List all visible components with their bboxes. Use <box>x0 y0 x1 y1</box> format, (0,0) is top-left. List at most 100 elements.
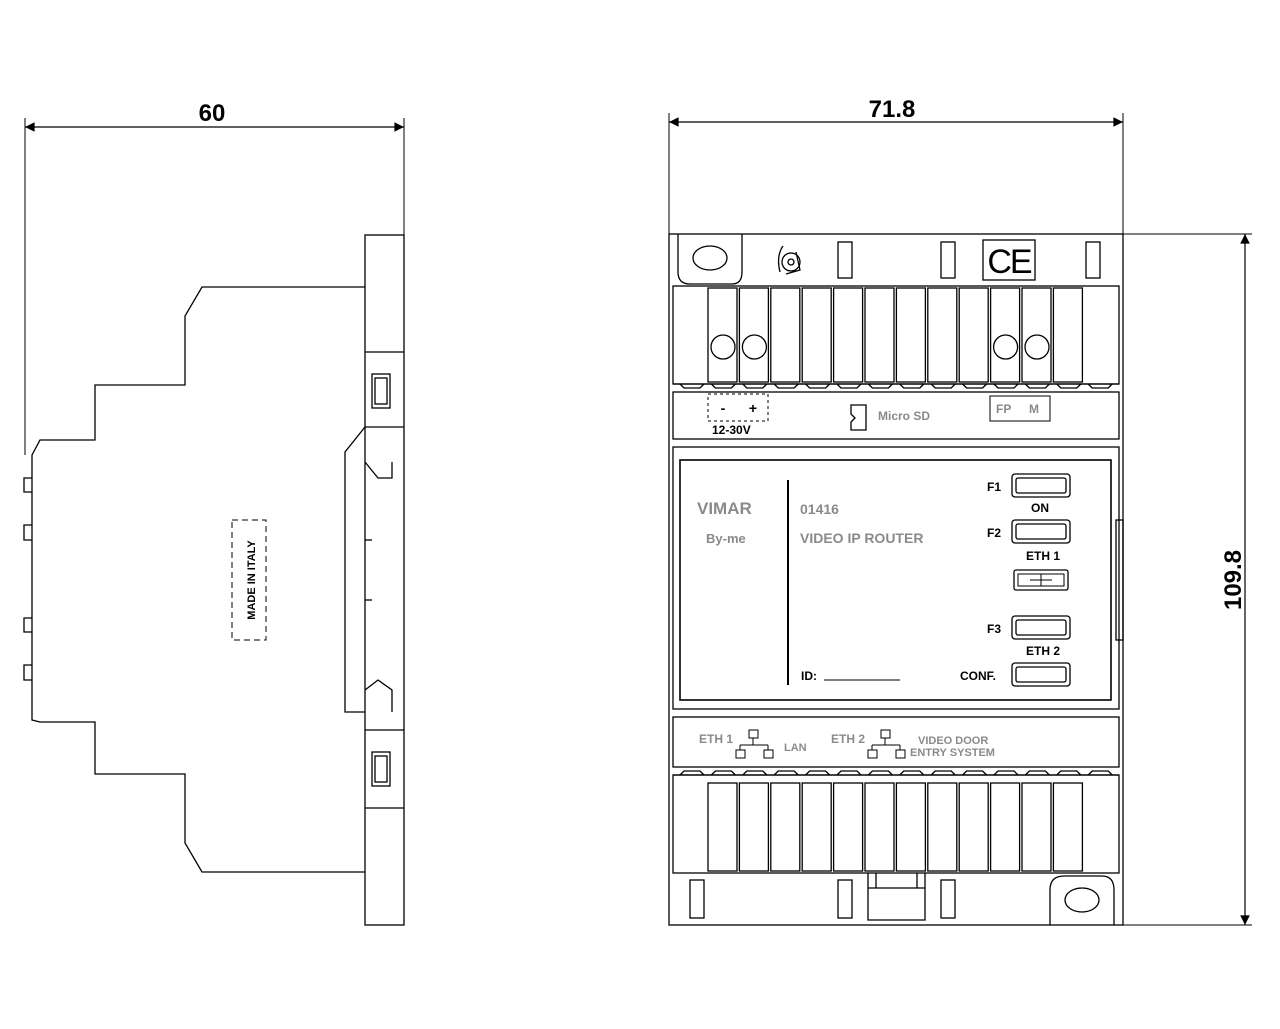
button-f1-on[interactable] <box>1011 473 1071 498</box>
top-terminal-tooth <box>993 383 1019 389</box>
terminal-screw-icon <box>1024 334 1050 360</box>
top-terminal-cell <box>958 287 989 383</box>
bottom-terminal-tooth <box>836 770 862 776</box>
top-terminal-tooth <box>742 383 768 389</box>
bottom-terminal-tooth <box>993 770 1019 776</box>
front-top-slot-2 <box>940 241 956 279</box>
m-label: M <box>1029 402 1039 416</box>
front-main-panel <box>679 459 1112 701</box>
top-terminal-cell <box>989 287 1021 383</box>
bottom-terminal-cell <box>864 782 895 872</box>
made-in-italy-text: MADE IN ITALY <box>246 540 258 620</box>
top-terminal-screws <box>707 287 1084 383</box>
front-top-slot-3 <box>1085 241 1101 279</box>
video-door-network-icon <box>867 729 906 759</box>
bottom-terminal-block <box>672 774 1120 874</box>
bottom-terminal-cell <box>1052 782 1084 872</box>
made-in-italy-box <box>231 519 267 641</box>
front-bottom-mount-lug <box>1049 875 1115 925</box>
top-terminal-tooth <box>805 383 831 389</box>
bottom-terminal-cell <box>832 782 864 872</box>
top-terminal-tooth <box>1087 383 1113 389</box>
front-top-mount-hole <box>692 245 728 271</box>
bottom-terminal-cell <box>801 782 832 872</box>
micro-sd-label: Micro SD <box>878 409 930 423</box>
front-bottom-slot-2 <box>837 879 853 919</box>
bottom-terminal-cell <box>958 782 989 872</box>
top-terminal-cell <box>1021 287 1052 383</box>
video-door-label-2: ENTRY SYSTEM <box>910 747 995 759</box>
side-mounting-plate <box>364 234 405 926</box>
top-terminal-tooth <box>679 383 705 389</box>
video-door-label-1: VIDEO DOOR <box>918 735 988 747</box>
brand-logo: VIMAR <box>697 499 752 518</box>
bottom-terminal-tooth <box>899 770 925 776</box>
side-latch <box>1115 519 1124 641</box>
bottom-terminal-tooth <box>962 770 988 776</box>
front-top-slot-1 <box>837 241 853 279</box>
top-terminal-tooth <box>930 383 956 389</box>
bottom-label-strip <box>672 716 1120 768</box>
ce-mark-text: CE <box>987 243 1032 281</box>
top-terminal-cell <box>1052 287 1084 383</box>
top-terminal-tooth <box>836 383 862 389</box>
front-width-dimension-label: 71.8 <box>869 96 916 123</box>
terminal-screw-icon <box>710 334 736 360</box>
side-din-rail-profile <box>344 426 393 713</box>
side-housing-outline <box>31 286 365 873</box>
side-clip-bottom-inner <box>374 755 388 783</box>
side-width-dimension-label: 60 <box>199 100 226 127</box>
bottom-terminal-teeth <box>679 770 1113 776</box>
front-main-panel-outer <box>672 446 1120 710</box>
bottom-terminal-tooth <box>710 770 736 776</box>
top-terminal-tooth <box>1024 383 1050 389</box>
eth1-port-label: ETH 1 <box>699 732 733 746</box>
front-bottom-mount-hole <box>1064 887 1100 913</box>
led-indicator <box>1013 569 1069 591</box>
bottom-terminal-tooth <box>1056 770 1082 776</box>
top-terminal-cell <box>895 287 927 383</box>
power-plus-label: + <box>749 400 757 416</box>
top-terminal-cell <box>801 287 832 383</box>
button-f2-eth1[interactable] <box>1011 519 1071 544</box>
button-conf[interactable] <box>1011 662 1071 687</box>
bottom-terminal-tooth <box>1024 770 1050 776</box>
top-terminal-cell <box>927 287 958 383</box>
recycle-icon <box>777 245 801 275</box>
bottom-terminal-cell <box>1021 782 1052 872</box>
conf-label: CONF. <box>960 669 996 683</box>
micro-sd-icon <box>850 404 867 431</box>
front-view <box>668 113 1252 926</box>
power-minus-label: - <box>721 400 726 416</box>
top-terminal-tooth <box>867 383 893 389</box>
bottom-terminal-tooth <box>1087 770 1113 776</box>
top-terminal-cell <box>707 287 738 383</box>
top-terminal-tooth <box>1056 383 1082 389</box>
bottom-terminal-tooth <box>930 770 956 776</box>
on-label: ON <box>1031 501 1049 515</box>
bottom-terminal-cell <box>770 782 801 872</box>
lan-network-icon <box>735 729 774 759</box>
power-voltage-label: 12-30V <box>712 423 751 437</box>
bottom-terminal-cell <box>738 782 770 872</box>
top-terminal-tooth <box>899 383 925 389</box>
ce-mark-box <box>982 239 1036 281</box>
bottom-terminal-tooth <box>805 770 831 776</box>
bottom-terminal-cells <box>707 782 1084 872</box>
id-label: ID: <box>801 669 817 683</box>
bottom-terminal-cell <box>927 782 958 872</box>
bottom-terminal-cell <box>895 782 927 872</box>
top-terminal-cell <box>770 287 801 383</box>
button-f3-eth2[interactable] <box>1011 615 1071 640</box>
bottom-terminal-tooth <box>679 770 705 776</box>
side-clip-bottom <box>371 751 391 787</box>
product-code: 01416 <box>800 501 839 517</box>
front-bottom-slot-1 <box>689 879 705 919</box>
side-clip-top <box>371 373 391 409</box>
bottom-terminal-cell <box>707 782 738 872</box>
bottom-terminal-tooth <box>773 770 799 776</box>
top-terminal-tooth <box>773 383 799 389</box>
top-terminal-cell <box>738 287 770 383</box>
